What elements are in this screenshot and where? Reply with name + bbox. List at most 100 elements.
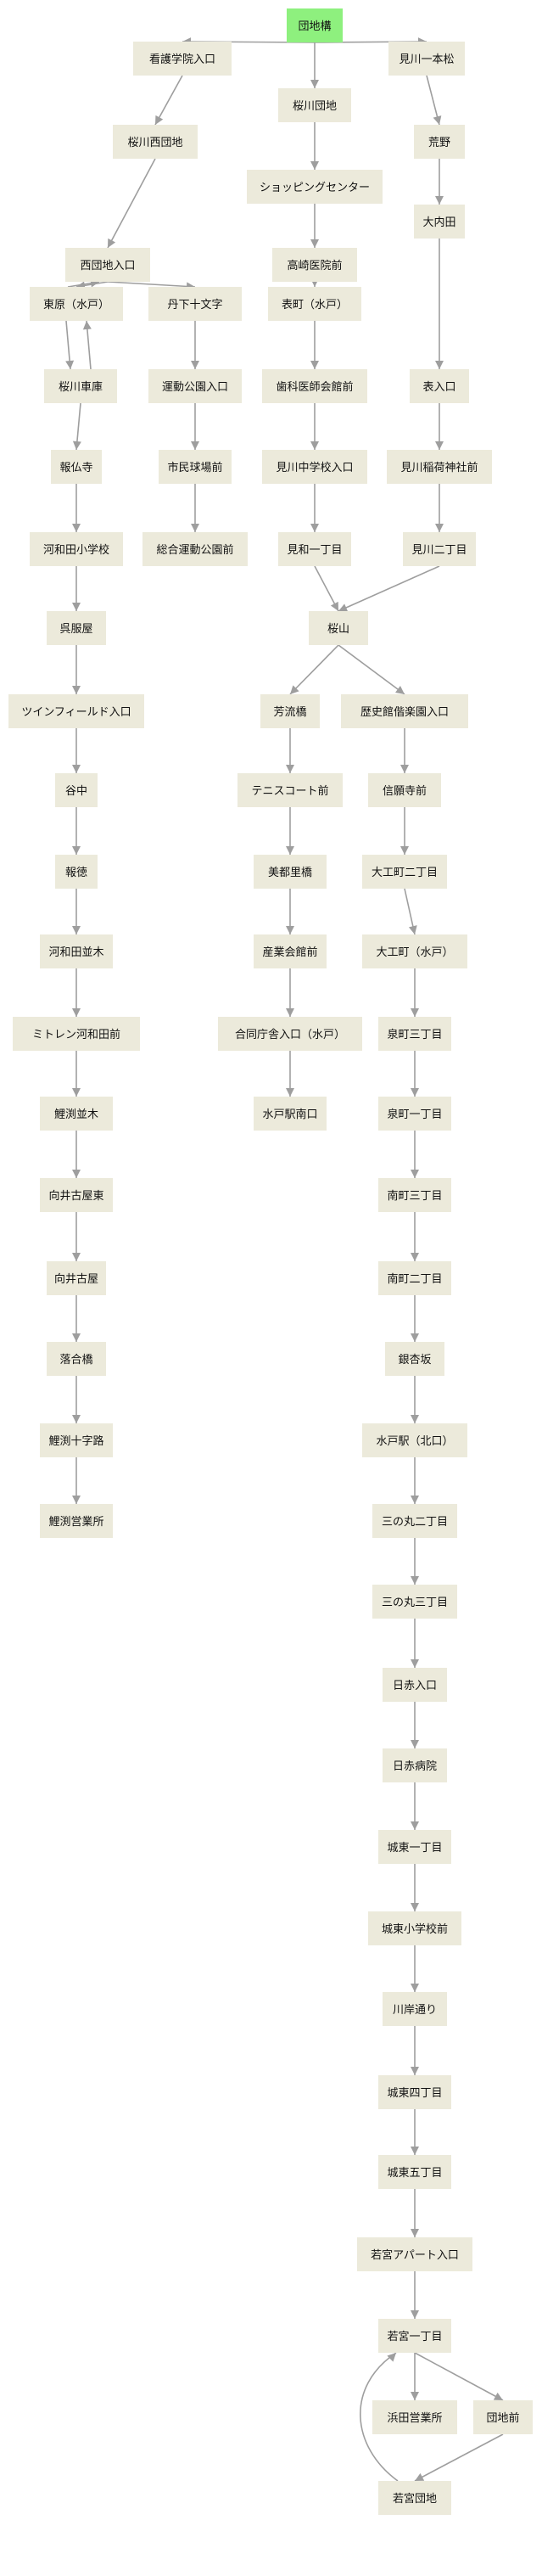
- edge-twinfield-to-taninaka: [72, 728, 81, 773]
- node-label: 見和一丁目: [287, 544, 342, 557]
- node-label: 看護学院入口: [149, 53, 215, 66]
- edge-wakamiya_1-to-danchi_mae: [414, 2352, 504, 2401]
- node-label: 鯉渕十字路: [48, 1434, 103, 1448]
- edge-joto_1-to-joto_sho: [411, 1864, 419, 1911]
- edge-akazawa_juji-to-akazawa_eigyo: [72, 1457, 81, 1504]
- node-tennis: テニスコート前: [237, 773, 343, 807]
- edge-sakuragawa_shako-to-hobutsuji: [72, 402, 81, 451]
- edge-shika_kaikan-to-mikawa_chugaku: [310, 403, 319, 450]
- node-label: 団地構: [298, 20, 331, 33]
- node-label: 水戸駅（北口）: [376, 1435, 453, 1448]
- edge-mitoren-to-akazawa_namiki: [72, 1051, 81, 1097]
- node-nisseki-byoin: 日赤病院: [383, 1748, 447, 1782]
- node-label: 芳流橋: [273, 706, 306, 719]
- edge-ochiaibashi-to-akazawa_juji: [72, 1376, 81, 1423]
- node-label: 泉町一丁目: [387, 1108, 442, 1121]
- node-daikumachi: 大工町（水戸）: [362, 934, 467, 968]
- node-label: 向井古屋東: [48, 1189, 103, 1203]
- node-sannomaru-3: 三の丸三丁目: [372, 1585, 457, 1619]
- node-label: 呉服屋: [59, 623, 92, 636]
- node-nishi-danchi-iri: 西団地入口: [65, 248, 150, 282]
- edge-nisseki_byoin-to-joto_1: [411, 1782, 419, 1830]
- node-shimin-kyujo: 市民球場前: [159, 450, 232, 484]
- node-mikawa-ippon: 見川一本松: [388, 42, 465, 76]
- edge-sakuragawa_shako-to-higashihara: [82, 320, 92, 370]
- edge-miwa_1-to-sakurayama: [314, 565, 339, 612]
- node-sakuragawa-nishi: 桜川西団地: [113, 125, 198, 159]
- node-label: 谷中: [65, 785, 87, 798]
- node-label: 荒野: [428, 137, 450, 149]
- node-mikawa-2: 見川二丁目: [403, 532, 476, 566]
- node-sakuragawa-shako: 桜川車庫: [44, 369, 117, 403]
- node-label: ミトレン河和田前: [32, 1028, 120, 1041]
- edge-minamimachi_2-to-ginkozaka: [411, 1295, 419, 1342]
- node-akazawa-namiki: 鯉渕並木: [40, 1097, 113, 1131]
- node-label: 河和田並木: [48, 946, 103, 959]
- node-sogo-undo: 総合運動公園前: [142, 532, 248, 566]
- edge-wakamiya_danchi-to-wakamiya_1: [360, 2352, 399, 2482]
- node-label: 城東四丁目: [387, 2086, 442, 2100]
- edge-mikawa_chugaku-to-miwa_1: [310, 484, 319, 532]
- edge-rekishi-to-shinganji: [400, 728, 409, 773]
- node-label: 市民球場前: [167, 461, 222, 474]
- node-daikumachi-2: 大工町二丁目: [362, 855, 447, 889]
- edge-wakamiya_apart-to-wakamiya_1: [411, 2271, 419, 2319]
- node-label: 丹下十文字: [167, 299, 222, 311]
- node-label: 桜川西団地: [127, 137, 182, 149]
- node-shika-kaikan: 歯科医師会館前: [262, 369, 367, 403]
- node-label: 落合橋: [59, 1354, 92, 1367]
- edge-mito_kita-to-sannomaru_2: [411, 1457, 419, 1504]
- node-label: 三の丸三丁目: [382, 1597, 448, 1609]
- node-hamada: 浜田営業所: [372, 2400, 457, 2434]
- edge-sannomaru_2-to-sannomaru_3: [411, 1538, 419, 1585]
- node-label: 若宮一丁目: [387, 2330, 442, 2343]
- node-label: 城東一丁目: [387, 1841, 442, 1855]
- node-shinganji: 信願寺前: [368, 773, 441, 807]
- node-mukai-higashi: 向井古屋東: [40, 1178, 113, 1212]
- edge-kawawada_namiki-to-mitoren: [72, 968, 81, 1017]
- node-kango: 看護学院入口: [133, 42, 232, 76]
- node-label: 見川二丁目: [411, 544, 467, 557]
- node-label: 大工町二丁目: [372, 867, 438, 879]
- node-label: テニスコート前: [251, 784, 328, 798]
- node-kawagishi: 川岸通り: [383, 1992, 447, 2026]
- edge-danchi_mae-to-wakamiya_danchi: [414, 2433, 504, 2482]
- node-label: 向井古屋: [54, 1272, 98, 1286]
- node-omote-iri: 表入口: [410, 369, 469, 403]
- node-label: 見川稲荷神社前: [400, 461, 478, 474]
- node-joto-5: 城東五丁目: [378, 2155, 451, 2189]
- node-kawawada-sho: 河和田小学校: [30, 532, 123, 566]
- edge-sakuragawa_nishi-to-nishi_danchi_iri: [107, 158, 156, 249]
- node-arano: 荒野: [414, 125, 465, 159]
- node-label: 表町（水戸）: [282, 299, 348, 311]
- edge-mukai_higashi-to-mukai: [72, 1212, 81, 1261]
- edge-mikawa_inari-to-mikawa_2: [435, 484, 444, 532]
- edge-tennis-to-bitori: [286, 807, 294, 855]
- edge-omotemachi-to-shika_kaikan: [310, 321, 319, 369]
- edge-higashihara-to-sakuragawa_shako: [65, 320, 75, 370]
- node-shopping: ショッピングセンター: [247, 170, 383, 204]
- node-sangyo: 産業会館前: [254, 934, 327, 968]
- node-label: 桜山: [327, 623, 349, 636]
- node-joto-sho: 城東小学校前: [368, 1911, 461, 1945]
- node-label: 桜川団地: [293, 100, 337, 113]
- node-mito-minami: 水戸駅南口: [254, 1097, 327, 1131]
- node-minamimachi-3: 南町三丁目: [378, 1178, 451, 1212]
- edge-arano-to-ouchida: [435, 159, 444, 205]
- edge-shopping-to-takasaki: [310, 204, 319, 248]
- edge-undo_koen_iri-to-shimin_kyujo: [191, 403, 199, 450]
- node-label: 報仏寺: [59, 462, 92, 474]
- node-label: 河和田小学校: [43, 543, 109, 557]
- node-nisseki-iri: 日赤入口: [383, 1668, 447, 1702]
- node-gofukuya: 呉服屋: [47, 611, 106, 645]
- node-taninaka: 谷中: [55, 773, 98, 807]
- node-label: 水戸駅南口: [262, 1108, 317, 1121]
- edge-godo_chosha-to-mito_minami: [286, 1051, 294, 1097]
- node-joto-1: 城東一丁目: [378, 1830, 451, 1864]
- node-label: 西団地入口: [80, 260, 135, 272]
- node-sakuragawa-danchi: 桜川団地: [278, 88, 351, 122]
- edge-gofukuya-to-twinfield: [72, 645, 81, 694]
- node-label: ツインフィールド入口: [21, 706, 131, 719]
- edge-ouchida-to-omote_iri: [435, 239, 444, 369]
- node-label: 川岸通り: [393, 2004, 437, 2017]
